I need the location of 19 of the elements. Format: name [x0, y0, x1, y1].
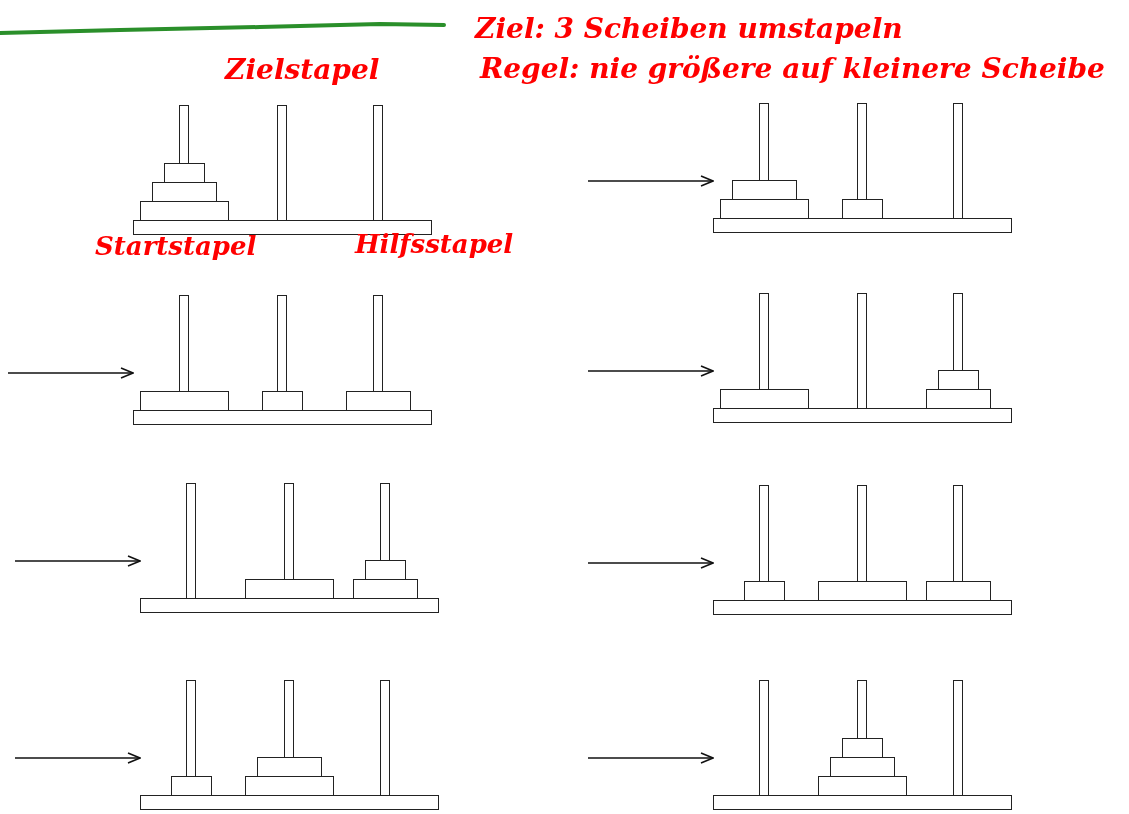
- arrow: [14, 752, 141, 764]
- tower-puzzle-drawing: [713, 485, 1013, 616]
- arrow: [587, 175, 714, 187]
- tower-puzzle-drawing: [713, 103, 1013, 234]
- tower-puzzle-drawing: [133, 295, 433, 426]
- handwritten-label: Hilfsstapel: [355, 230, 514, 259]
- arrow: [587, 365, 714, 377]
- handwritten-label: Startstapel: [95, 232, 257, 261]
- tower-puzzle-drawing: [140, 483, 440, 614]
- arrow: [14, 555, 141, 567]
- handwritten-note: Ziel: 3 Scheiben umstapeln: [475, 14, 903, 45]
- tower-puzzle-drawing: [713, 680, 1013, 811]
- arrow: [7, 367, 134, 379]
- arrow: [587, 752, 714, 764]
- handwritten-label: Zielstapel: [225, 55, 380, 86]
- arrow: [587, 557, 714, 569]
- handwritten-note: Regel: nie größere auf kleinere Scheibe: [480, 54, 1105, 85]
- tower-puzzle-drawing: [140, 680, 440, 811]
- tower-puzzle-drawing: [713, 293, 1013, 424]
